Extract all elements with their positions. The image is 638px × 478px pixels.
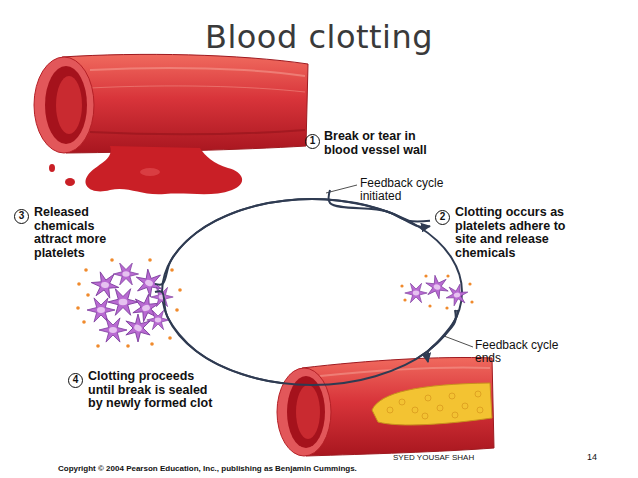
vessel-lumen: [287, 376, 325, 448]
clot-cell: [422, 413, 428, 419]
cycle-arrow: [155, 199, 430, 285]
vessel-wall: [62, 54, 308, 153]
platelet: [444, 283, 471, 307]
cycle-arrow: [427, 310, 455, 362]
chemical-dot: [77, 282, 81, 286]
platelet: [405, 283, 427, 302]
step-text: Clotting proceeds until break is sealed …: [88, 370, 218, 411]
clot-cell: [449, 393, 455, 399]
chemical-dot: [76, 306, 80, 310]
step-number: 2: [435, 210, 450, 225]
footer-note: Copyright © 2004 Pearson Education, Inc.…: [58, 464, 478, 473]
chemical-dot: [96, 344, 100, 348]
clot-cell: [462, 403, 468, 409]
vessel-opening: [34, 57, 94, 153]
blood-spill: [85, 146, 242, 194]
chemical-dot: [168, 336, 172, 340]
vessel-lumen: [56, 76, 82, 134]
vessel-lumen: [296, 385, 320, 439]
clot-cell: [477, 407, 483, 413]
step-annotation: 1 Break or tear in blood vessel wall: [40, 55, 445, 190]
clot-cell: [452, 412, 458, 418]
callout-label: Feedback cycle initiated: [360, 177, 460, 203]
chemical-dot: [126, 344, 130, 348]
clot-cell: [475, 391, 481, 397]
platelet: [120, 311, 156, 346]
clot-cell: [425, 395, 431, 401]
step-annotation: 4 Clotting proceeds until break is sealed…: [60, 362, 495, 460]
platelet: [108, 289, 139, 316]
blood-highlight: [140, 168, 160, 176]
chemical-dot: [400, 284, 403, 287]
step-number: 3: [14, 209, 29, 224]
platelet: [99, 318, 127, 342]
clot-cell: [412, 407, 418, 413]
vessel-lumen: [45, 66, 87, 144]
released-chemicals: [76, 258, 182, 348]
clot-texture: [387, 391, 483, 419]
chemical-dot: [86, 293, 90, 297]
chemical-dot: [403, 298, 406, 301]
chemical-dot: [178, 288, 182, 292]
clot-cell: [399, 399, 405, 405]
chemical-dot: [150, 342, 154, 346]
chemical-dot: [428, 304, 431, 307]
chemical-dot: [170, 268, 174, 272]
leader-line: [444, 336, 473, 347]
blood-drop: [49, 164, 55, 172]
step-text: Clotting occurs as platelets adhere to s…: [455, 206, 569, 260]
vessel-texture: [90, 130, 305, 134]
callout-label: Feedback cycle ends: [475, 339, 585, 365]
chemical-dot: [84, 268, 88, 272]
step-number: 1: [305, 134, 320, 149]
blood-drop: [65, 178, 75, 186]
chemical-dot: [148, 258, 152, 262]
leader-line: [326, 185, 357, 193]
step-number: 4: [68, 373, 83, 388]
vessel-texture: [90, 68, 305, 76]
page-number: 14: [587, 452, 617, 462]
platelet-group: [400, 273, 473, 309]
platelet: [151, 287, 173, 306]
vessel-opening: [277, 368, 331, 456]
torn-blood-vessel: [34, 54, 308, 194]
clot-cell: [387, 407, 393, 413]
platelet: [147, 310, 169, 329]
chemical-dot: [82, 320, 86, 324]
chemical-dot: [424, 274, 427, 277]
blood-clot: [372, 383, 492, 425]
step-annotation: 3 Released chemicals attract more platele…: [10, 200, 155, 300]
chemical-dot: [470, 300, 473, 303]
footer-note: SYED YOUSAF SHAH: [393, 453, 493, 462]
chemical-dot: [468, 282, 471, 285]
platelet: [113, 263, 138, 285]
vessel-texture: [320, 367, 490, 376]
feedback-cycle: [162, 199, 462, 385]
step-text: Break or tear in blood vessel wall: [324, 130, 442, 157]
clot-cell: [437, 405, 443, 411]
platelet: [422, 273, 451, 300]
chemical-dot: [445, 306, 448, 309]
chemical-dot: [110, 258, 114, 262]
vessel-texture: [90, 86, 305, 92]
chemical-dot: [175, 308, 179, 312]
step-text: Released chemicals attract more platelet…: [34, 206, 128, 260]
released-chemicals: [400, 274, 473, 309]
diagram-title: Blood clotting: [0, 18, 638, 56]
platelet-cluster: [76, 258, 182, 348]
sealed-blood-vessel: [277, 357, 494, 456]
chemical-dot: [446, 274, 449, 277]
step-annotation: 2 Clotting occurs as platelets adhere to …: [430, 205, 595, 310]
cycle-arrow: [155, 291, 457, 385]
